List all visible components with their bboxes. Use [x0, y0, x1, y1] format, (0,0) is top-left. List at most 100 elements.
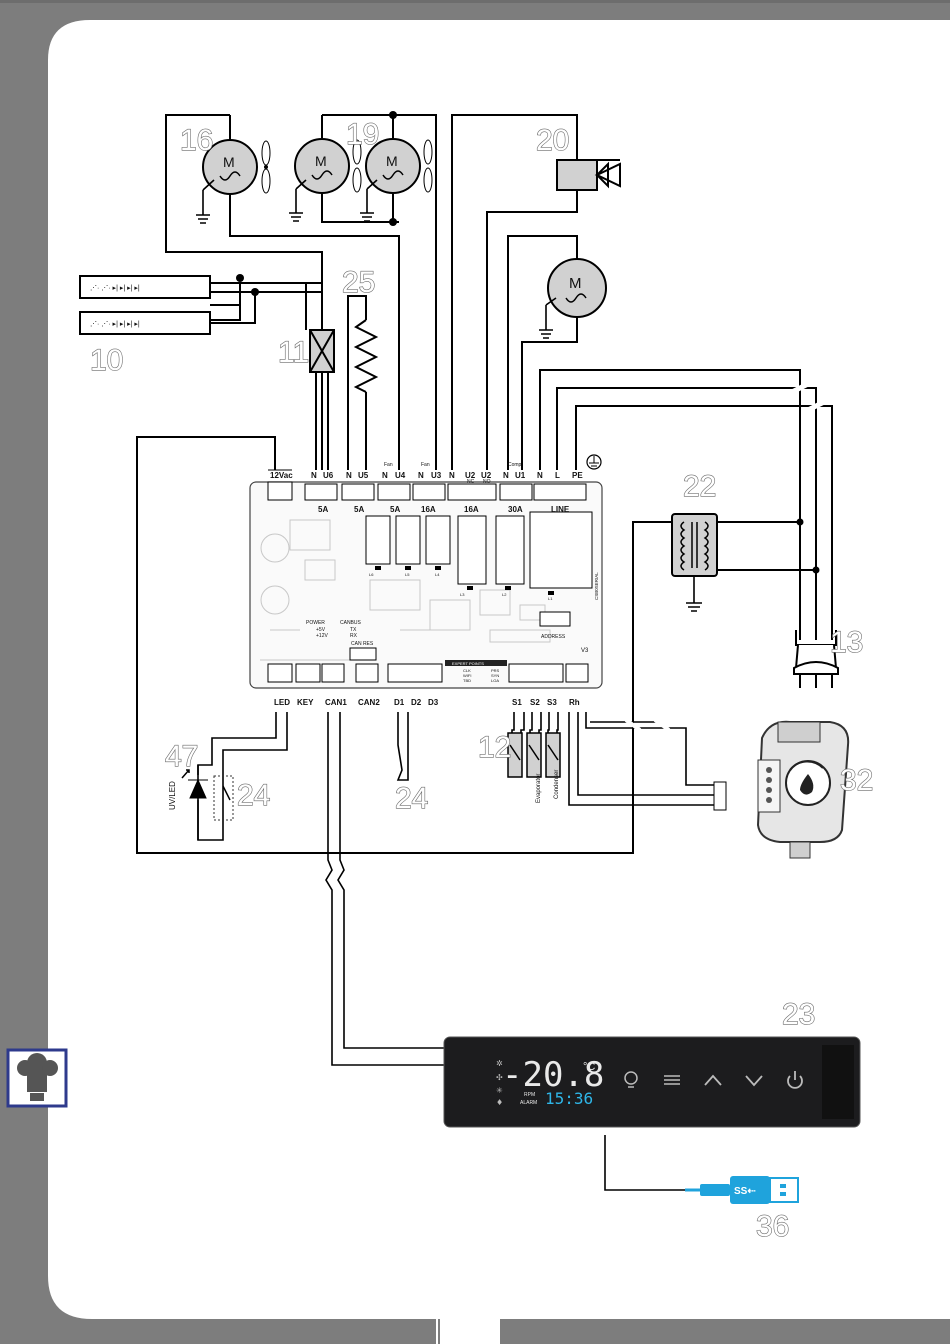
fan-blade-icon	[261, 140, 271, 194]
svg-text:24: 24	[395, 782, 428, 815]
svg-text:SS⇠: SS⇠	[734, 1186, 756, 1197]
svg-text:⋰· ⋰· ▸| ▸| ▸| ▸|: ⋰· ⋰· ▸| ▸| ▸| ▸|	[90, 285, 140, 292]
probes-12: Evaporator Condenser	[507, 732, 561, 803]
svg-text:5A: 5A	[318, 505, 328, 514]
svg-text:M: M	[386, 153, 398, 169]
power-icon[interactable]	[787, 1071, 803, 1089]
svg-text:36: 36	[756, 1210, 789, 1243]
down-arrow-icon[interactable]	[745, 1075, 763, 1087]
svg-text:LOA: LOA	[491, 678, 499, 683]
svg-text:N: N	[346, 471, 352, 480]
board-serial: CSB0SERIAL	[594, 572, 599, 600]
svg-text:D2: D2	[411, 698, 422, 707]
motor-icon	[365, 138, 421, 194]
svg-text:L2: L2	[502, 592, 507, 597]
svg-text:♦: ♦	[496, 1098, 503, 1107]
board-power: POWER	[306, 620, 325, 626]
svg-text:U5: U5	[358, 471, 369, 480]
display-unit: °C	[583, 1061, 595, 1073]
svg-text:S2: S2	[530, 698, 540, 707]
menu-icon[interactable]	[664, 1075, 680, 1085]
svg-text:N: N	[418, 471, 424, 480]
svg-text:S1: S1	[512, 698, 522, 707]
svg-text:N: N	[311, 471, 317, 480]
svg-text:SYN: SYN	[491, 673, 499, 678]
svg-text:S3: S3	[547, 698, 557, 707]
svg-text:L4: L4	[435, 572, 440, 577]
svg-text:Condenser: Condenser	[554, 770, 560, 799]
svg-text:13: 13	[830, 626, 863, 659]
svg-text:L6: L6	[369, 572, 374, 577]
svg-text:CLK: CLK	[463, 668, 471, 673]
svg-text:U1: U1	[515, 471, 526, 480]
svg-text:Evaporator: Evaporator	[536, 774, 542, 803]
svg-text:TX: TX	[350, 627, 357, 633]
bottom-terminals: LED KEY CAN1 CAN2 D1 D2 D3 S1 S2 S3 Rh	[274, 698, 580, 707]
svg-text:WIFI: WIFI	[463, 673, 471, 678]
motor-letter: M	[223, 154, 235, 170]
control-display[interactable]: -20.8 °C 15:36 RPM ALARM ✲ ✣ ✳ ♦	[443, 1036, 861, 1128]
motor-icon	[547, 258, 607, 318]
svg-text:D3: D3	[428, 698, 439, 707]
motor-icon	[202, 139, 258, 195]
display-temperature: -20.8	[502, 1055, 604, 1095]
svg-text:U6: U6	[323, 471, 334, 480]
svg-text:N: N	[537, 471, 543, 480]
svg-text:5A: 5A	[390, 505, 400, 514]
svg-text:47: 47	[165, 740, 198, 773]
svg-text:⋰· ⋰· ▸| ▸| ▸| ▸|: ⋰· ⋰· ▸| ▸| ▸| ▸|	[90, 321, 140, 328]
top-frame-line	[0, 0, 950, 3]
svg-text:CAN1: CAN1	[325, 698, 347, 707]
svg-text:12: 12	[478, 731, 511, 764]
board-canbus: CANBUS	[340, 620, 362, 626]
svg-text:CAN2: CAN2	[358, 698, 380, 707]
motor-icon	[294, 138, 350, 194]
svg-text:U4: U4	[395, 471, 406, 480]
light-icon[interactable]	[624, 1071, 638, 1088]
svg-text:20: 20	[536, 124, 569, 157]
svg-text:NC: NC	[467, 479, 475, 485]
svg-text:32: 32	[840, 764, 873, 797]
compressor-motor: M	[507, 235, 607, 470]
board-canres: CAN RES	[351, 641, 374, 647]
transformer-22	[136, 436, 718, 854]
relay-ratings: 5A 5A 5A 16A 16A 30A LINE	[318, 505, 570, 514]
board-address: ADDRESS	[541, 634, 566, 640]
svg-text:✳: ✳	[496, 1086, 503, 1095]
board-version: V3	[581, 648, 589, 654]
led-bars-10: ⋰· ⋰· ▸| ▸| ▸| ▸| ⋰· ⋰· ▸| ▸| ▸| ▸|	[79, 274, 323, 335]
svg-text:U3: U3	[431, 471, 442, 480]
display-alarm: ALARM	[520, 1100, 537, 1106]
svg-text:5A: 5A	[354, 505, 364, 514]
top-terminals: 12Vac N U6 N U5 N U4 N U3 N U2 U2 N U1 N…	[268, 454, 602, 485]
svg-text:TBD: TBD	[463, 678, 471, 683]
svg-text:M: M	[315, 153, 327, 169]
svg-text:N: N	[449, 471, 455, 480]
svg-text:L: L	[555, 471, 560, 480]
svg-text:Rh: Rh	[569, 698, 580, 707]
svg-text:LINE: LINE	[551, 505, 570, 514]
svg-text:D1: D1	[394, 698, 405, 707]
svg-text:U2: U2	[481, 471, 492, 480]
ground-icon	[196, 179, 215, 224]
up-arrow-icon[interactable]	[704, 1074, 722, 1086]
svg-text:19: 19	[346, 118, 379, 151]
svg-text:NO: NO	[483, 479, 491, 485]
svg-text:23: 23	[782, 998, 815, 1031]
svg-text:11: 11	[278, 336, 309, 369]
svg-text:12Vac: 12Vac	[270, 471, 293, 480]
svg-text:Fan: Fan	[421, 462, 430, 468]
motor-16: M	[165, 114, 400, 470]
svg-text:✣: ✣	[496, 1073, 503, 1082]
resistor-icon	[347, 295, 379, 470]
humidity-sensor-icon	[713, 720, 850, 859]
callouts: 16 19 20 25 10 11 22 13 47 24 24 12 32 2…	[89, 117, 874, 1243]
svg-text:16A: 16A	[421, 505, 436, 514]
svg-text:PRS: PRS	[491, 668, 500, 673]
svg-text:U2: U2	[465, 471, 476, 480]
svg-text:+12V: +12V	[316, 633, 328, 639]
controller-board: POWER +5V +12V CANBUS TX RX CAN RES ADDR…	[249, 481, 603, 689]
usb-icon: SS⇠	[685, 1176, 799, 1204]
svg-text:LED: LED	[274, 698, 290, 707]
